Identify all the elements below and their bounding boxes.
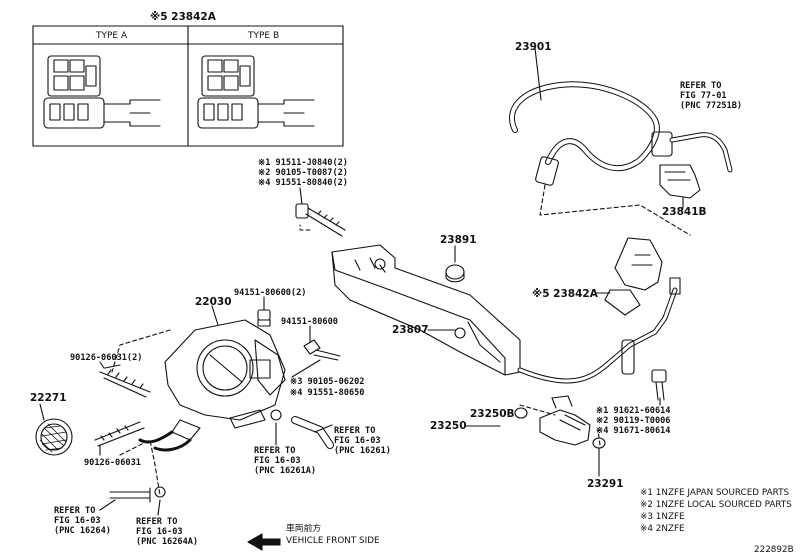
refer-16261-line3: (PNC 16261) bbox=[334, 446, 391, 456]
leader-90126-2 bbox=[99, 361, 105, 369]
type-b-label: TYPE B bbox=[248, 31, 280, 41]
connector-type-box bbox=[32, 25, 344, 147]
injector-icon bbox=[539, 395, 591, 446]
bolt-top-label-2: ※2 90105-T0087(2) bbox=[258, 168, 348, 178]
refer-16261a-line3: (PNC 16261A) bbox=[254, 466, 317, 476]
label-23250: 23250 bbox=[430, 420, 467, 432]
refer-16261a-line1: REFER TO bbox=[254, 446, 296, 456]
label-23841b: 23841B bbox=[662, 206, 707, 218]
o-ring-23291-icon bbox=[592, 437, 606, 449]
bolt-right-icon bbox=[651, 369, 667, 401]
label-90126-2: 90126-06031(2) bbox=[70, 353, 143, 363]
leader-bolt-top bbox=[299, 187, 303, 205]
label-90105-1: ※3 90105-06202 bbox=[290, 377, 365, 387]
front-label-jp: 車両前方 bbox=[286, 524, 322, 534]
label-23891: 23891 bbox=[440, 234, 477, 246]
label-90105-2: ※4 91551-80650 bbox=[290, 388, 365, 398]
clip-23841b-icon bbox=[659, 164, 701, 199]
refer-77-line3: (PNC 77251B) bbox=[680, 101, 743, 111]
refer-77-line1: REFER TO bbox=[680, 81, 722, 91]
bolt-top-label-1: ※1 91511-J0840(2) bbox=[258, 158, 348, 168]
bolt-right-label-2: ※2 90119-T0006 bbox=[596, 416, 671, 426]
leader-16264 bbox=[99, 499, 116, 511]
legend-line-1: ※1 1NZFE JAPAN SOURCED PARTS bbox=[640, 488, 790, 498]
legend-line-3: ※3 1NZFE bbox=[640, 512, 685, 522]
refer-16264-line3: (PNC 16264) bbox=[54, 526, 111, 536]
diagram-id: 222892B bbox=[754, 545, 794, 555]
label-94151: 94151-80600 bbox=[281, 317, 338, 327]
label-23807: 23807 bbox=[392, 324, 429, 336]
type-a-label: TYPE A bbox=[96, 31, 128, 41]
leader-90105 bbox=[291, 359, 321, 378]
leader-22271 bbox=[39, 403, 45, 421]
cap-23891-icon bbox=[445, 264, 465, 283]
bolt-top-icon bbox=[295, 203, 346, 237]
front-label-en: VEHICLE FRONT SIDE bbox=[286, 536, 380, 546]
label-94151-2: 94151-80600(2) bbox=[234, 288, 307, 298]
leader-22030 bbox=[211, 305, 219, 326]
connector-type-a-icon bbox=[43, 55, 161, 129]
label-22271: 22271 bbox=[30, 392, 67, 404]
leader-23901 bbox=[534, 47, 542, 101]
label-23842a: ※5 23842A bbox=[532, 288, 598, 300]
refer-16264a-line2: FIG 16-03 bbox=[136, 527, 183, 537]
connector-box-title: ※5 23842A bbox=[150, 11, 216, 23]
bolt-top-label-3: ※4 91551-80840(2) bbox=[258, 178, 348, 188]
fuel-rail-icon bbox=[331, 244, 681, 384]
refer-77-line2: FIG 77-01 bbox=[680, 91, 727, 101]
fuel-hose-icon bbox=[509, 81, 733, 186]
refer-16264a-line3: (PNC 16264A) bbox=[136, 537, 199, 547]
label-23291: 23291 bbox=[587, 478, 624, 490]
guide-lines bbox=[111, 184, 691, 496]
bolt-right-label-1: ※1 91621-60614 bbox=[596, 406, 671, 416]
connector-type-b-icon bbox=[197, 55, 315, 129]
throttle-body-icon bbox=[138, 319, 286, 452]
label-23250b: 23250B bbox=[470, 408, 515, 420]
screws bbox=[94, 309, 341, 447]
leader-16261 bbox=[314, 424, 333, 433]
front-arrow-icon bbox=[247, 533, 281, 551]
label-90126: 90126-06031 bbox=[84, 458, 141, 468]
refer-16261-line2: FIG 16-03 bbox=[334, 436, 381, 446]
label-23901: 23901 bbox=[515, 41, 552, 53]
refer-16264a-line1: REFER TO bbox=[136, 517, 178, 527]
leader-16264a bbox=[157, 499, 161, 516]
connector-23842a-icon bbox=[604, 237, 663, 316]
bolt-right-label-3: ※4 91671-80614 bbox=[596, 426, 671, 436]
label-22030: 22030 bbox=[195, 296, 232, 308]
gasket-icon bbox=[35, 418, 73, 456]
legend-line-4: ※4 2NZFE bbox=[640, 524, 685, 534]
refer-16264-line1: REFER TO bbox=[54, 506, 96, 516]
refer-16261-line1: REFER TO bbox=[334, 426, 376, 436]
o-ring-23250b-icon bbox=[514, 407, 528, 419]
refer-16261a-line2: FIG 16-03 bbox=[254, 456, 301, 466]
legend-line-2: ※2 1NZFE LOCAL SOURCED PARTS bbox=[640, 500, 792, 510]
refer-16264-line2: FIG 16-03 bbox=[54, 516, 101, 526]
